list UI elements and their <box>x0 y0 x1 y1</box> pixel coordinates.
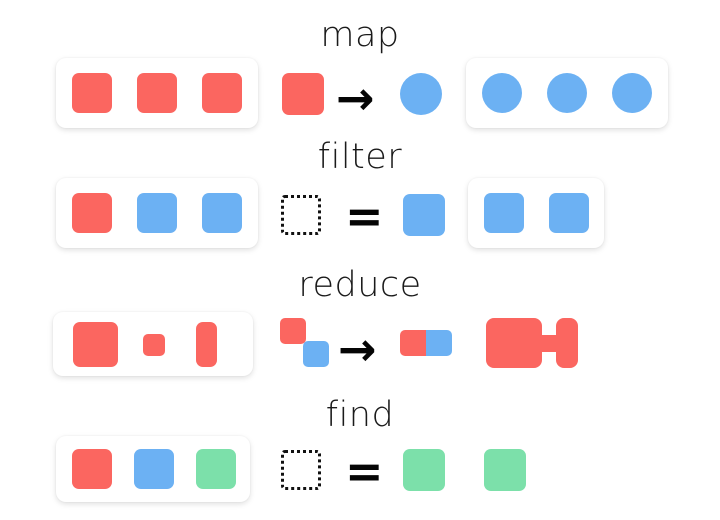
reduce-input-item-large <box>73 322 118 367</box>
row-label-filter: filter <box>317 137 403 177</box>
row-label-map: map <box>320 15 400 55</box>
map-op-result-circle <box>400 73 442 115</box>
find-operation: = <box>278 436 453 502</box>
filter-input-item-3 <box>202 193 242 233</box>
reduce-output-blob-right <box>556 318 578 368</box>
reduce-output-blob <box>486 308 596 380</box>
row-map: map → <box>0 0 720 130</box>
map-op-arrow-icon: → <box>336 71 375 125</box>
find-input-item-2 <box>134 449 174 489</box>
reduce-op-result-square-red <box>400 330 426 356</box>
row-find: find = <box>0 388 720 520</box>
map-output-item-1 <box>482 73 522 113</box>
filter-output-item-1 <box>484 193 524 233</box>
filter-input-item-1 <box>72 193 112 233</box>
map-input-item-2 <box>137 73 177 113</box>
reduce-output-blob-connector <box>538 335 560 352</box>
filter-op-equals-icon: = <box>345 189 384 243</box>
filter-input-array <box>56 178 258 248</box>
filter-op-predicate-placeholder-icon <box>281 195 321 235</box>
row-label-reduce: reduce <box>298 265 422 305</box>
filter-op-match-square <box>403 194 445 236</box>
filter-output-array <box>468 178 604 248</box>
reduce-op-arrow-icon: → <box>338 322 377 376</box>
map-input-item-3 <box>202 73 242 113</box>
map-operation: → <box>278 58 448 128</box>
reduce-operation: → <box>278 308 458 380</box>
reduce-input-array <box>53 312 253 376</box>
map-output-item-2 <box>547 73 587 113</box>
filter-input-item-2 <box>137 193 177 233</box>
row-reduce: reduce → <box>0 260 720 388</box>
reduce-input-item-tall <box>196 322 217 367</box>
find-op-equals-icon: = <box>345 444 384 498</box>
reduce-op-accumulator-square <box>280 318 306 344</box>
map-op-source-square <box>282 73 324 115</box>
reduce-op-result-square-blue <box>426 330 452 356</box>
find-output-item-1 <box>484 449 526 491</box>
filter-operation: = <box>278 178 453 248</box>
map-output-array <box>466 58 668 128</box>
reduce-output-blob-left <box>486 318 542 368</box>
map-output-item-3 <box>612 73 652 113</box>
reduce-op-current-square <box>303 341 329 367</box>
find-input-item-3 <box>196 449 236 489</box>
reduce-input-item-small <box>143 334 165 356</box>
find-input-item-1 <box>72 449 112 489</box>
find-op-match-square <box>403 449 445 491</box>
filter-output-item-2 <box>549 193 589 233</box>
map-input-array <box>56 58 258 128</box>
row-label-find: find <box>325 395 395 435</box>
row-filter: filter = <box>0 130 720 260</box>
map-input-item-1 <box>72 73 112 113</box>
find-op-predicate-placeholder-icon <box>281 450 321 490</box>
find-output-value <box>484 436 544 502</box>
find-input-array <box>56 436 250 502</box>
